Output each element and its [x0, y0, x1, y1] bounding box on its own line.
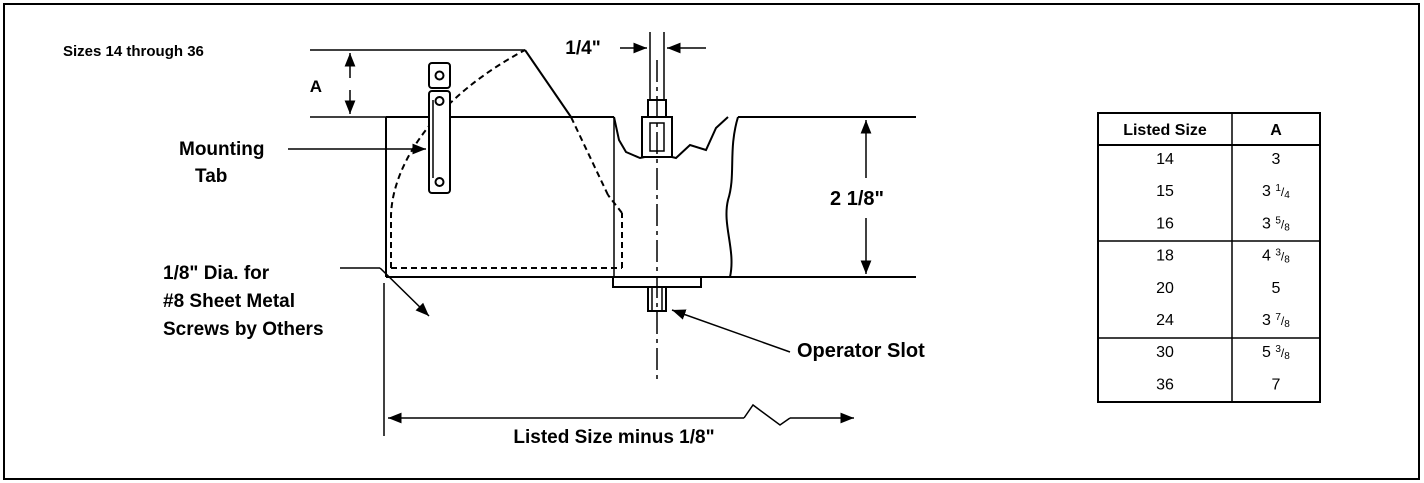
table-cell-a: 7	[1272, 376, 1281, 393]
table-cell-size: 30	[1156, 344, 1174, 361]
damper-blade	[390, 49, 623, 269]
table-cell-size: 14	[1156, 151, 1174, 168]
table-header-a: A	[1270, 122, 1282, 139]
table-row: 14 3	[1156, 151, 1280, 168]
figure-frame	[3, 3, 1420, 480]
housing	[385, 116, 916, 278]
width-dimension: Listed Size minus 1/8"	[383, 283, 854, 448]
slot-width-dimension: 1/4"	[565, 38, 706, 59]
hole-label-line1: 1/8" Dia. for	[163, 263, 270, 284]
slot-width-label: 1/4"	[565, 38, 600, 59]
hole-label-line3: Screws by Others	[163, 319, 324, 340]
table-cell-size: 36	[1156, 376, 1174, 393]
table-cell-size: 18	[1156, 248, 1174, 265]
hole-callout: 1/8" Dia. for #8 Sheet Metal Screws by O…	[163, 263, 430, 340]
diagram-title: Sizes 14 through 36	[63, 43, 204, 60]
table-cell-size: 15	[1156, 183, 1174, 200]
height-dimension: 2 1/8"	[830, 120, 884, 274]
table-row: 36 7	[1156, 376, 1280, 393]
mounting-tab	[428, 62, 451, 194]
table-row: 18 4 3/8	[1156, 248, 1290, 266]
table-header-size: Listed Size	[1123, 122, 1207, 139]
table-cell-size: 20	[1156, 280, 1174, 297]
table-cell-size: 24	[1156, 312, 1174, 329]
table-row: 16 3 5/8	[1156, 215, 1290, 233]
operator-slot-callout: Operator Slot	[671, 309, 925, 362]
size-table: Listed Size A 14 3 15 3 1/4 16 3 5/8 18 4 3/8 20…	[1097, 112, 1321, 403]
table-cell-a: 4 3/8	[1262, 248, 1290, 266]
table-cell-a: 3 5/8	[1262, 215, 1290, 233]
table-cell-a: 3 7/8	[1262, 312, 1290, 330]
operator-slot-label: Operator Slot	[797, 340, 925, 362]
dimension-a: A	[310, 49, 525, 118]
table-cell-a: 3	[1272, 151, 1281, 168]
dimension-a-label: A	[310, 77, 322, 96]
table-row: 15 3 1/4	[1156, 183, 1290, 201]
shaft	[612, 32, 702, 382]
table-row: 30 5 3/8	[1156, 344, 1290, 362]
table-cell-a: 5	[1272, 280, 1281, 297]
table-cell-a: 3 1/4	[1262, 183, 1290, 201]
width-label: Listed Size minus 1/8"	[513, 427, 714, 448]
table-cell-size: 16	[1156, 215, 1174, 232]
table-row: 24 3 7/8	[1156, 312, 1290, 330]
table-cell-a: 5 3/8	[1262, 344, 1290, 362]
mounting-tab-label-line1: Mounting	[179, 139, 264, 160]
height-label: 2 1/8"	[830, 188, 884, 210]
mounting-tab-callout: Mounting Tab	[179, 139, 426, 187]
mounting-tab-label-line2: Tab	[195, 166, 227, 187]
hole-label-line2: #8 Sheet Metal	[163, 291, 295, 312]
table-row: 20 5	[1156, 280, 1280, 297]
